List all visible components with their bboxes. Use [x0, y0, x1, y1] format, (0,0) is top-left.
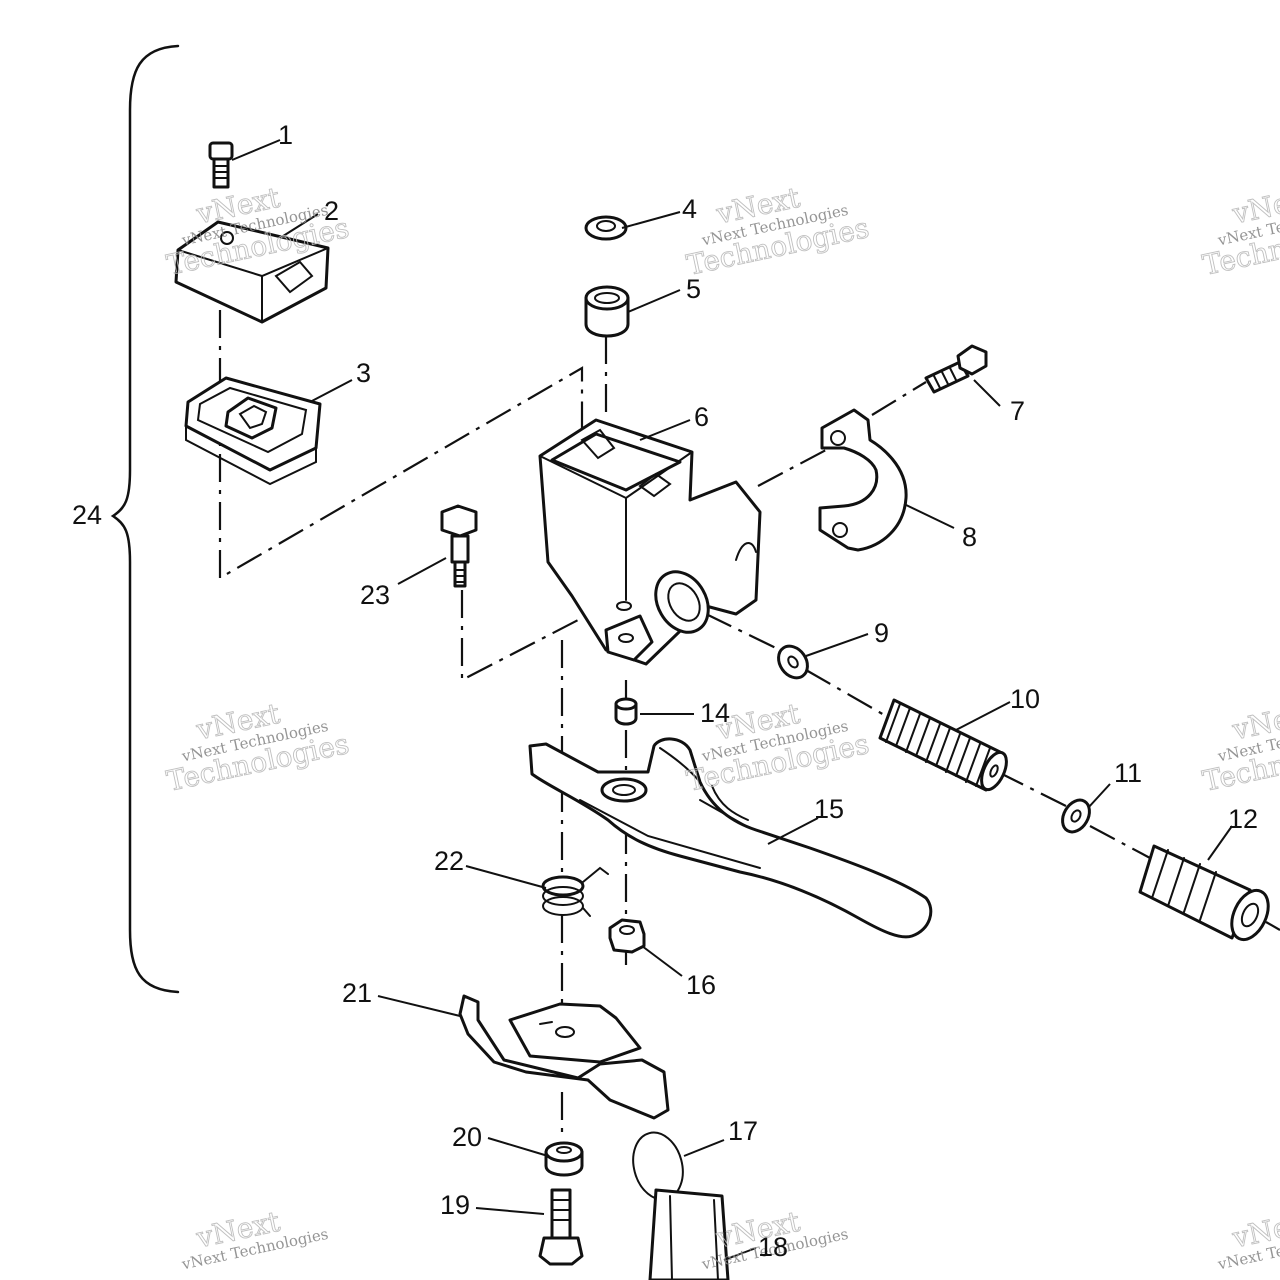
washer-part — [1061, 798, 1091, 834]
callout-label: 5 — [686, 274, 701, 304]
callout-label: 20 — [452, 1122, 482, 1152]
callout-label: 21 — [342, 978, 372, 1008]
brake-switch-part — [632, 1131, 730, 1280]
assembly-brace — [110, 44, 180, 994]
reservoir-cover-part — [174, 220, 330, 324]
callout-label: 1 — [278, 120, 293, 150]
callout-label: 19 — [440, 1190, 470, 1220]
callout-label: 24 — [72, 500, 102, 530]
screw-part — [208, 141, 234, 189]
seal-part — [584, 215, 628, 241]
washer-part — [777, 644, 809, 680]
callout-label: 18 — [758, 1232, 788, 1262]
callout-label: 17 — [728, 1116, 758, 1146]
torsion-spring-part — [541, 866, 609, 917]
callout-label: 22 — [434, 846, 464, 876]
callout-label: 8 — [962, 522, 977, 552]
switch-bracket-part — [458, 994, 670, 1120]
sleeve-part — [614, 697, 638, 726]
spring-part — [878, 698, 1008, 792]
spacer-part — [544, 1141, 584, 1177]
callout-label: 10 — [1010, 684, 1040, 714]
nut-part — [608, 918, 646, 954]
callout-label: 12 — [1228, 804, 1258, 834]
callout-label: 9 — [874, 618, 889, 648]
callout-labels: 1 2 3 4 5 6 7 8 9 10 11 12 14 15 16 17 1… — [72, 120, 1258, 1262]
callout-label: 2 — [324, 196, 339, 226]
callout-label: 14 — [700, 698, 730, 728]
callout-label: 7 — [1010, 396, 1025, 426]
piston-part — [1138, 844, 1270, 942]
handlebar-clamp-part — [818, 408, 908, 552]
diaphragm-part — [184, 376, 322, 486]
brake-lever-part — [528, 737, 933, 939]
bushing-part — [584, 285, 630, 338]
leader-lines — [231, 139, 1233, 1261]
callout-label: 16 — [686, 970, 716, 1000]
callout-label: 23 — [360, 580, 390, 610]
clamp-bolt-part — [924, 344, 988, 394]
callout-label: 6 — [694, 402, 709, 432]
callout-label: 3 — [356, 358, 371, 388]
master-cylinder-part — [538, 418, 762, 666]
callout-label: 15 — [814, 794, 844, 824]
pivot-bolt-part — [440, 504, 478, 588]
callout-label: 11 — [1114, 758, 1142, 788]
callout-label: 4 — [682, 194, 697, 224]
screw-part — [538, 1188, 584, 1266]
